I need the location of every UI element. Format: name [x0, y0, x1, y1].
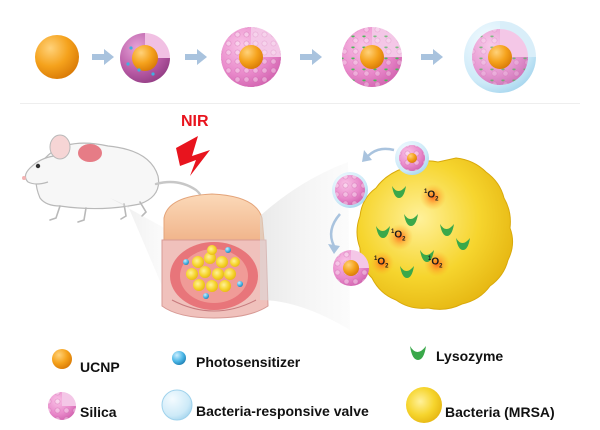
tissue-to-zoom-beam	[260, 162, 350, 330]
legend-bacteria-icon	[406, 387, 442, 423]
lysozyme-markers	[376, 186, 470, 278]
legend-silica-icon	[48, 392, 76, 420]
legend-valve-label: Bacteria-responsive valve	[196, 403, 369, 419]
nanoparticle-cluster	[183, 245, 243, 299]
synthesis-step-mesoporous	[221, 27, 281, 87]
synthesis-step-lysozyme-loaded	[342, 27, 402, 87]
process-arrowhead-top	[362, 150, 372, 162]
process-arrowhead-left	[328, 244, 340, 254]
synthesis-step-silica-coated	[120, 33, 170, 83]
legend-lysozyme-label: Lysozyme	[436, 348, 504, 364]
particle-intact-left	[332, 172, 368, 208]
top-row-divider	[20, 103, 580, 104]
process-arrow-left	[329, 213, 341, 247]
legend-lysozyme-icon	[410, 346, 426, 360]
mouse-illustration	[22, 134, 203, 223]
process-arrow-top	[367, 147, 395, 157]
singlet-oxygen-label: 1O2	[424, 189, 439, 203]
legend-ucnp-label: UCNP	[80, 359, 120, 375]
legend-silica-label: Silica	[80, 404, 117, 420]
singlet-oxygen-label: 1O2	[428, 256, 443, 270]
synthesis-step-valve-capped	[464, 21, 536, 93]
particle-opened-left	[333, 250, 369, 286]
legend-valve-icon	[161, 389, 193, 421]
legend-ucnp-icon	[52, 349, 72, 369]
nir-label: NIR	[181, 113, 209, 130]
legend-photosensitizer-label: Photosensitizer	[196, 354, 301, 370]
synthesis-arrow-2	[185, 49, 207, 65]
singlet-oxygen-label: 1O2	[391, 229, 406, 243]
synthesis-arrow-1	[92, 49, 114, 65]
synthesis-arrow-3	[300, 49, 322, 65]
synthesis-step-ucnp	[35, 35, 79, 79]
legend-photosensitizer-icon	[172, 351, 186, 365]
nir-lightning-icon	[176, 136, 210, 176]
particle-intact-top	[395, 141, 429, 175]
legend-bacteria-label: Bacteria (MRSA)	[445, 404, 555, 420]
singlet-oxygen-label: 1O2	[374, 256, 389, 270]
mouse-to-tissue-beam	[110, 198, 168, 300]
synthesis-arrow-4	[421, 49, 443, 65]
